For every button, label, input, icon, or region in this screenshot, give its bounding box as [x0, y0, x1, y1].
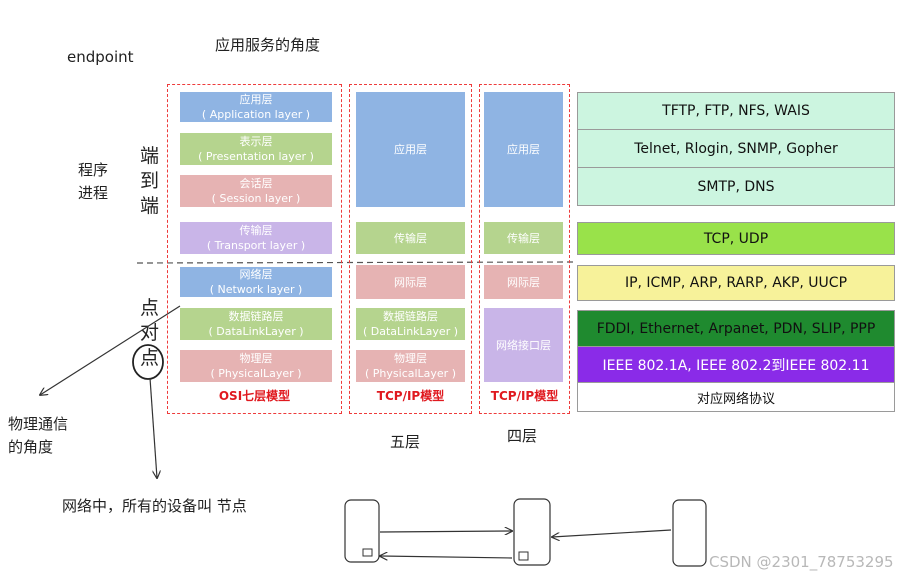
end-to-end-char-2: 到	[140, 170, 160, 192]
osi-application-layer-name: 应用层	[239, 93, 273, 106]
protocol-table-caption: 对应网络协议	[577, 382, 895, 412]
osi-datalink-layer-name: 数据链路层	[228, 310, 284, 323]
endpoint-note: endpoint	[67, 48, 134, 66]
protocol-row-application-1: TFTP, FTP, NFS, WAIS	[577, 92, 895, 129]
osi-presentation-layer: 表示层 ( Presentation layer )	[180, 133, 332, 165]
watermark: CSDN @2301_78753295	[709, 553, 894, 571]
osi-application-layer: 应用层 ( Application layer )	[180, 92, 332, 122]
tcpip5-physical-layer: 物理层 ( PhysicalLayer )	[356, 350, 465, 382]
osi-network-layer: 网络层 ( Network layer )	[180, 267, 332, 297]
tcpip5-physical-layer-en: ( PhysicalLayer )	[365, 367, 456, 380]
osi-datalink-layer: 数据链路层 ( DataLinkLayer )	[180, 308, 332, 340]
osi-transport-layer-name: 传输层	[239, 224, 273, 237]
protocol-row-application-3: SMTP, DNS	[577, 167, 895, 206]
tcpip5-internet-layer: 网际层	[356, 265, 465, 299]
osi-physical-layer-name: 物理层	[239, 352, 273, 365]
four-layers-note: 四层	[507, 427, 538, 445]
network-devices-note: 网络中，所有的设备叫 节点	[62, 497, 247, 515]
tcpip4-application-layer-name: 应用层	[507, 143, 540, 156]
process-note-line1: 程序	[78, 161, 109, 179]
osi-session-layer-en: ( Session layer )	[211, 192, 301, 205]
end-to-end-char-1: 端	[140, 145, 160, 167]
protocol-row-datalink: FDDI, Ethernet, Arpanet, PDN, SLIP, PPP	[577, 310, 895, 346]
tcpip4-transport-layer: 传输层	[484, 222, 563, 254]
point-to-point-char-2: 对	[140, 322, 160, 344]
osi-transport-layer-en: ( Transport layer )	[206, 239, 306, 252]
tcpip4-network-interface-layer: 网络接口层	[484, 308, 563, 382]
tcpip5-model-frame	[349, 84, 472, 414]
tcpip5-physical-layer-name: 物理层	[394, 352, 427, 365]
arrow-node2-to-node1	[380, 556, 513, 558]
arrow-to-physical-note	[40, 305, 181, 395]
osi-transport-layer: 传输层 ( Transport layer )	[180, 222, 332, 254]
point-to-point-char-3: 点	[140, 347, 160, 369]
protocol-row-application-2: Telnet, Rlogin, SNMP, Gopher	[577, 129, 895, 167]
arrow-node1-to-node2	[379, 531, 512, 532]
osi-session-layer: 会话层 ( Session layer )	[180, 175, 332, 207]
tcpip5-transport-layer: 传输层	[356, 222, 465, 254]
device-node-1-port	[362, 548, 373, 557]
physical-comm-note-line2: 的角度	[8, 438, 54, 456]
device-node-2-port	[518, 551, 529, 561]
point-to-point-char-1: 点	[140, 297, 160, 319]
tcpip5-internet-layer-name: 网际层	[394, 275, 427, 289]
protocol-row-internet: IP, ICMP, ARP, RARP, AKP, UUCP	[577, 265, 895, 301]
osi-network-layer-name: 网络层	[239, 268, 273, 281]
app-service-angle-note: 应用服务的角度	[215, 36, 321, 54]
point-to-point-note: 点 对 点	[140, 296, 159, 371]
device-node-1	[344, 499, 380, 563]
tcpip5-transport-layer-name: 传输层	[394, 231, 427, 245]
process-note-line2: 进程	[78, 184, 109, 202]
osi-datalink-layer-en: ( DataLinkLayer )	[208, 325, 304, 338]
osi-session-layer-name: 会话层	[239, 177, 273, 190]
tcpip4-model-caption: TCP/IP模型	[490, 389, 559, 403]
osi-presentation-layer-en: ( Presentation layer )	[198, 150, 314, 163]
tcpip5-datalink-layer-en: ( DataLinkLayer )	[362, 325, 459, 338]
tcpip4-application-layer: 应用层	[484, 92, 563, 207]
tcpip4-internet-layer: 网际层	[484, 265, 563, 299]
end-to-end-char-3: 端	[140, 195, 160, 217]
arrow-to-nodes-note	[149, 377, 157, 478]
osi-physical-layer-en: ( PhysicalLayer )	[210, 367, 302, 380]
osi-application-layer-en: ( Application layer )	[201, 108, 311, 121]
physical-comm-note-line1: 物理通信	[8, 415, 69, 433]
osi-model-caption: OSI七层模型	[218, 389, 291, 403]
tcpip5-model-caption: TCP/IP模型	[376, 389, 445, 403]
protocol-row-physical: IEEE 802.1A, IEEE 802.2到IEEE 802.11	[577, 346, 895, 382]
divider-dashed-line	[136, 261, 577, 264]
end-to-end-note: 端 到 端	[140, 144, 159, 219]
osi-model-frame	[167, 84, 342, 414]
circle-around-point	[132, 344, 164, 380]
osi-network-layer-en: ( Network layer )	[209, 283, 303, 296]
tcpip4-internet-layer-name: 网际层	[507, 275, 540, 289]
arrow-node3-to-node2	[552, 529, 672, 537]
tcpip5-datalink-layer: 数据链路层 ( DataLinkLayer )	[356, 308, 465, 340]
osi-presentation-layer-name: 表示层	[239, 135, 273, 148]
tcpip4-network-interface-layer-name: 网络接口层	[496, 338, 551, 352]
protocol-row-transport: TCP, UDP	[577, 222, 895, 255]
tcpip4-model-frame	[479, 84, 570, 414]
tcpip5-application-layer-name: 应用层	[394, 143, 427, 156]
device-node-2	[513, 498, 551, 566]
tcpip5-datalink-layer-name: 数据链路层	[383, 310, 438, 323]
tcpip5-application-layer: 应用层	[356, 92, 465, 207]
five-layers-note: 五层	[390, 433, 421, 451]
device-node-3	[672, 499, 707, 567]
osi-physical-layer: 物理层 ( PhysicalLayer )	[180, 350, 332, 382]
tcpip4-transport-layer-name: 传输层	[507, 231, 540, 245]
